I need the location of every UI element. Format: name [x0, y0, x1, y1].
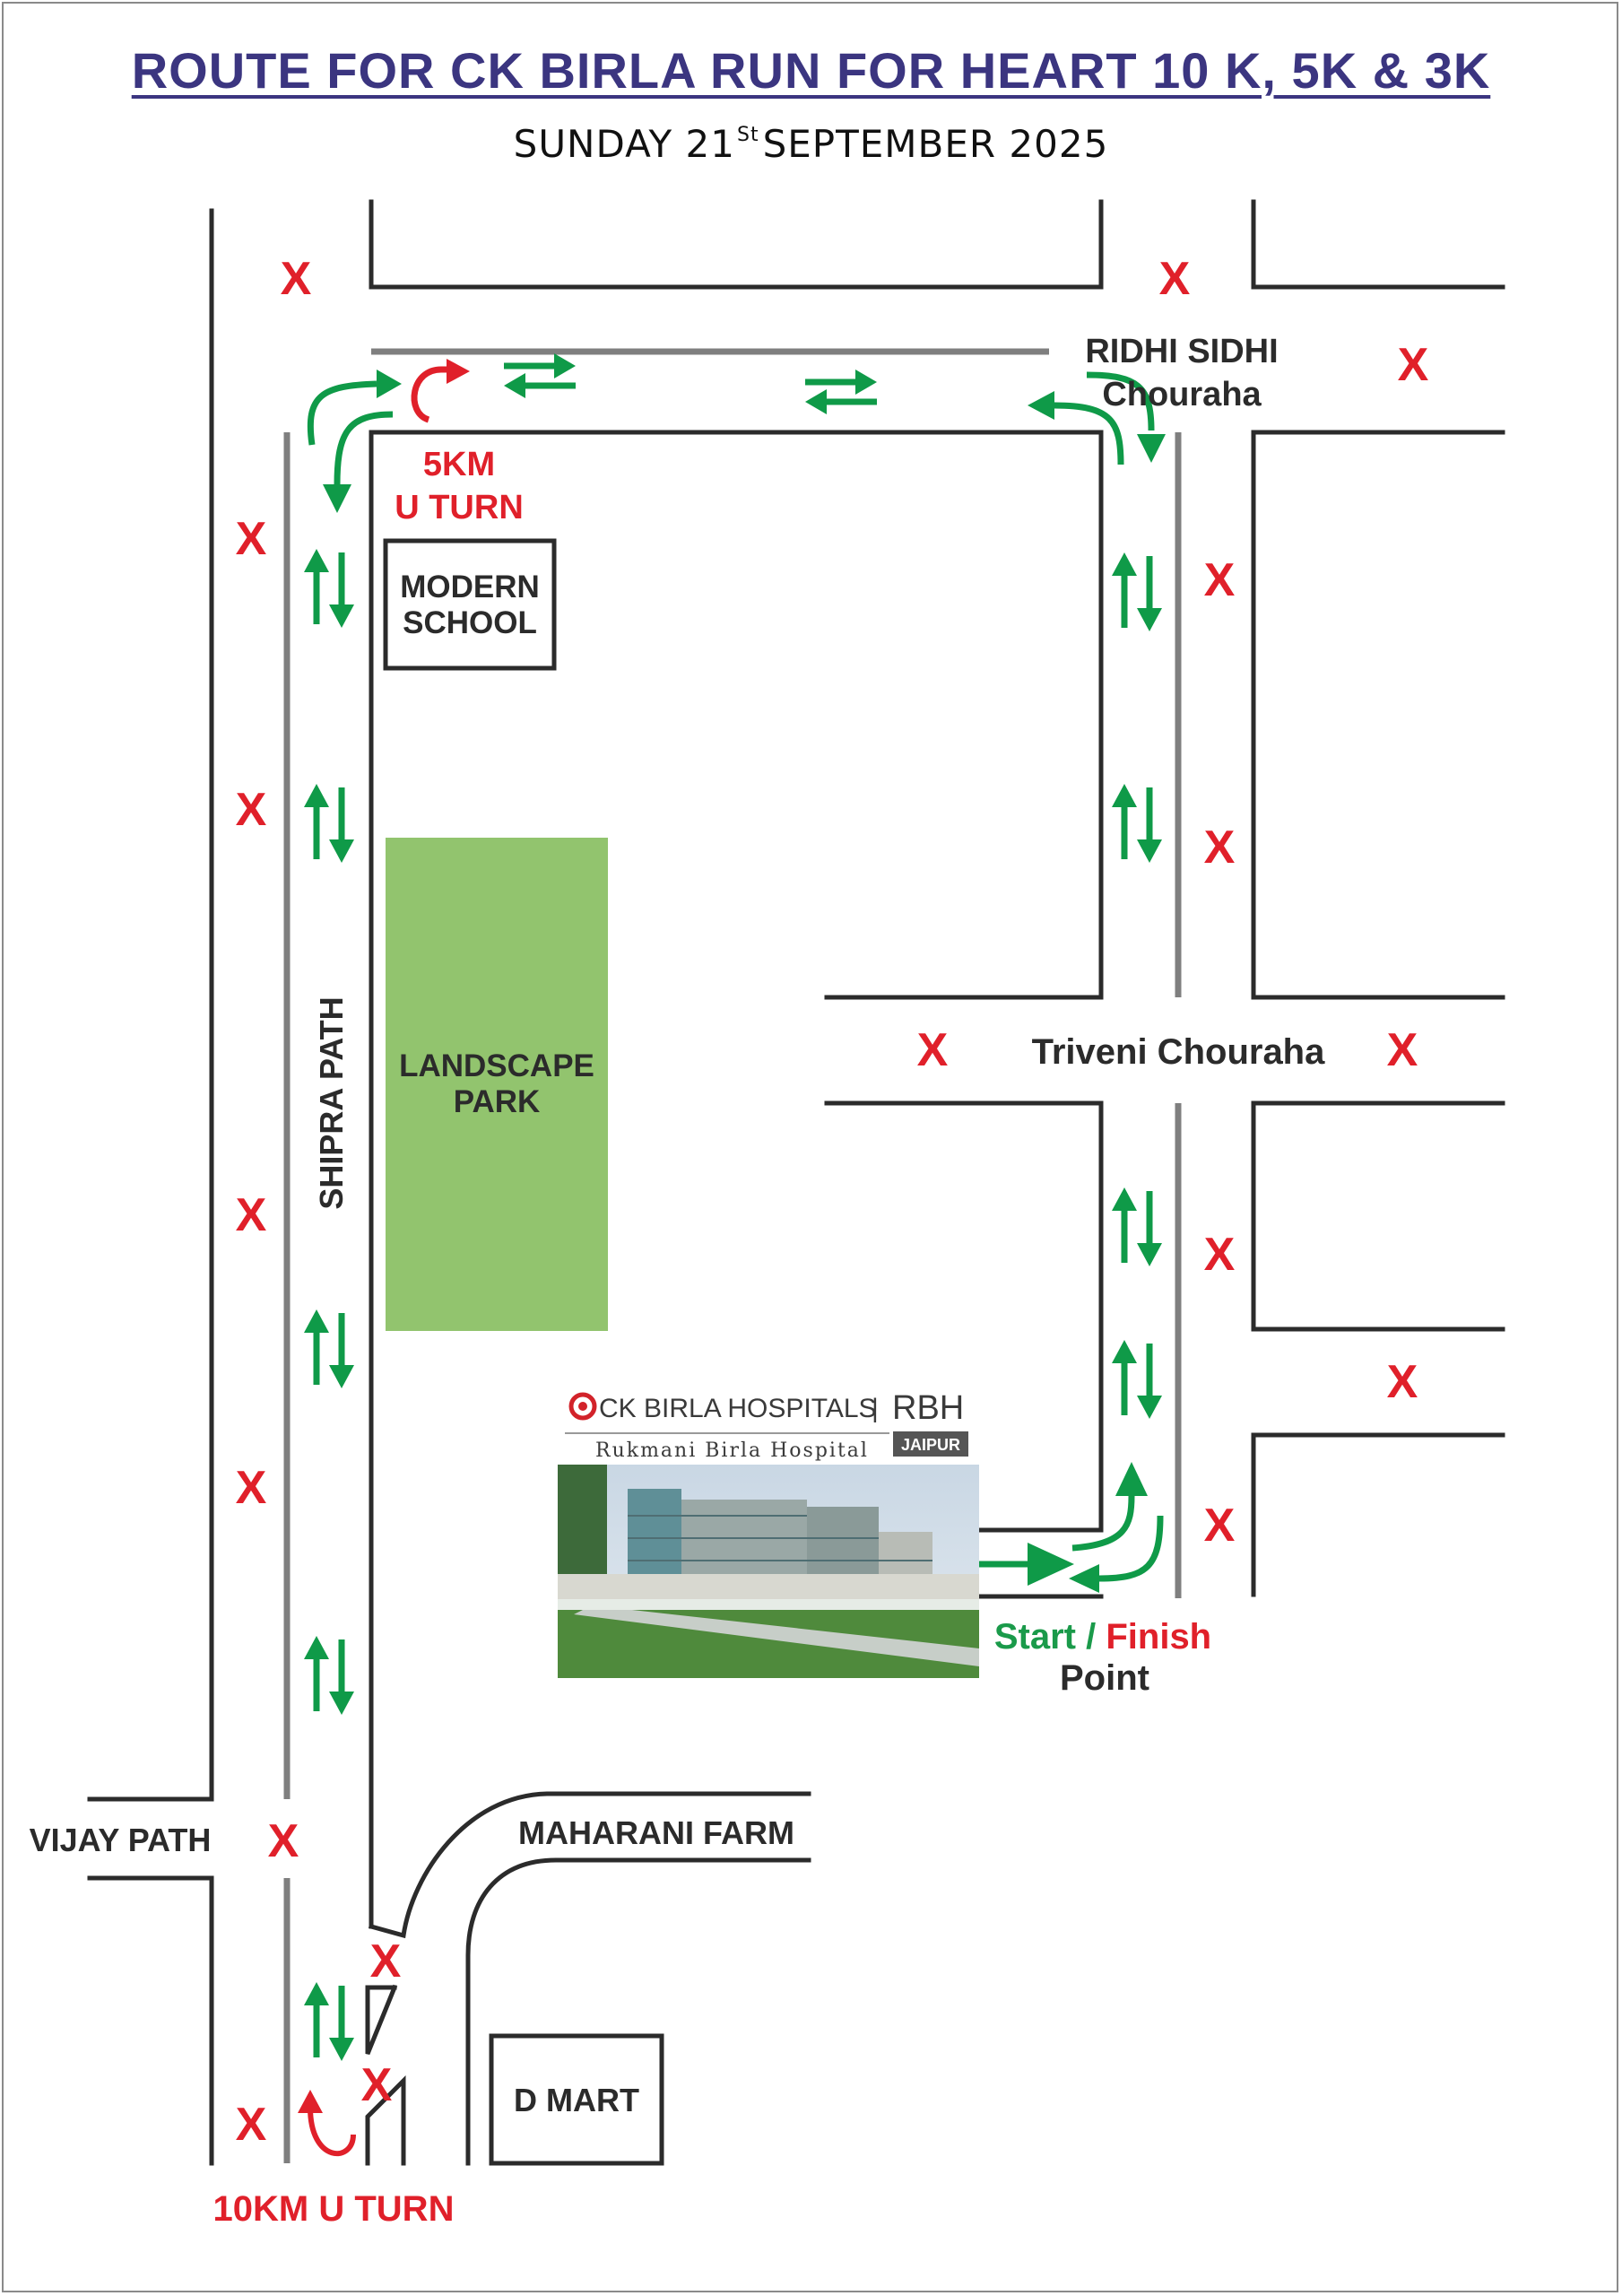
slash-label: / — [1076, 1617, 1106, 1657]
closed-road-x-icon: X — [268, 1815, 299, 1867]
hospital-brand: CK BIRLA HOSPITALS — [599, 1394, 877, 1423]
closed-road-x-icon: X — [917, 1024, 949, 1076]
closed-road-x-icon: X — [1204, 1500, 1236, 1552]
event-date: SUNDAY 21StSEPTEMBER 2025 — [0, 122, 1622, 166]
hospital-divider: | — [872, 1394, 879, 1423]
closed-road-x-icon: X — [1204, 554, 1236, 606]
closed-road-x-icon: X — [236, 784, 267, 836]
landscape-park — [386, 838, 608, 1331]
u-turn-icon-5km — [411, 359, 470, 423]
shipra-path-label: SHIPRA PATH — [313, 996, 350, 1209]
date-month-year: SEPTEMBER 2025 — [762, 122, 1109, 166]
start-finish-arrows — [979, 1462, 1164, 1593]
closed-road-x-icon: X — [236, 1189, 267, 1241]
ridhi-sidhi-label-1: RIDHI SIDHI — [1085, 333, 1278, 370]
modern-school-block — [383, 538, 557, 671]
triveni-chouraha-label: Triveni Chouraha — [1032, 1032, 1325, 1072]
closed-road-x-icon: X — [281, 253, 312, 305]
u-turn-10km-label: 10KM U TURN — [213, 2189, 455, 2229]
hospital-building-photo — [558, 1465, 979, 1678]
ck-birla-logo-icon — [568, 1392, 597, 1421]
closed-road-x-icon: X — [370, 1935, 402, 1987]
closed-road-x-icon: X — [1387, 1356, 1418, 1408]
u-turn-5km-label-2: U TURN — [395, 489, 524, 526]
hospital-short-name: RBH — [892, 1389, 964, 1427]
start-finish-label: Start / Finish — [994, 1617, 1211, 1657]
closed-road-markers: X X X X X X X X X X X X X X X X X X — [236, 253, 1429, 2151]
turn-arrows-top-right — [1054, 371, 1155, 465]
u-turn-icon-10km — [298, 2090, 356, 2157]
date-ordinal: St — [737, 124, 759, 146]
closed-road-x-icon: X — [236, 513, 267, 565]
hospital-full-name: Rukmani Birla Hospital — [595, 1439, 869, 1462]
d-mart-block — [489, 2033, 664, 2166]
closed-road-x-icon: X — [361, 2059, 393, 2111]
finish-label: Finish — [1106, 1617, 1211, 1657]
closed-road-x-icon: X — [236, 1462, 267, 1514]
hospital-logo: CK BIRLA HOSPITALS | RBH Rukmani Birla H… — [565, 1389, 968, 1462]
medians — [283, 348, 1182, 2163]
closed-road-x-icon: X — [236, 2099, 267, 2151]
landscape-park-label-1: LANDSCAPE — [399, 1048, 594, 1083]
ridhi-sidhi-label-2: Chouraha — [1102, 376, 1262, 413]
d-mart-label: D MART — [514, 2082, 639, 2118]
maharani-farm-label: MAHARANI FARM — [518, 1814, 794, 1851]
vijay-path-label: VIJAY PATH — [30, 1822, 212, 1858]
closed-road-x-icon: X — [1159, 253, 1191, 305]
hospital-city: JAIPUR — [901, 1436, 960, 1454]
turn-arrows-top-left — [307, 380, 394, 485]
modern-school-label-1: MODERN — [400, 570, 540, 604]
page-title: ROUTE FOR CK BIRLA RUN FOR HEART 10 K, 5… — [131, 42, 1491, 99]
date-day: SUNDAY 21 — [513, 122, 735, 166]
u-turn-5km-label-1: 5KM — [423, 446, 495, 483]
start-finish-connector — [979, 1527, 1101, 1599]
point-label: Point — [1060, 1658, 1149, 1698]
start-label: Start — [994, 1617, 1076, 1657]
modern-school-label-2: SCHOOL — [403, 605, 537, 640]
closed-road-x-icon: X — [1204, 1229, 1236, 1281]
closed-road-x-icon: X — [1398, 339, 1429, 391]
roads — [87, 199, 1505, 2166]
closed-road-x-icon: X — [1204, 822, 1236, 874]
closed-road-x-icon: X — [1387, 1024, 1418, 1076]
landscape-park-label-2: PARK — [454, 1084, 541, 1119]
